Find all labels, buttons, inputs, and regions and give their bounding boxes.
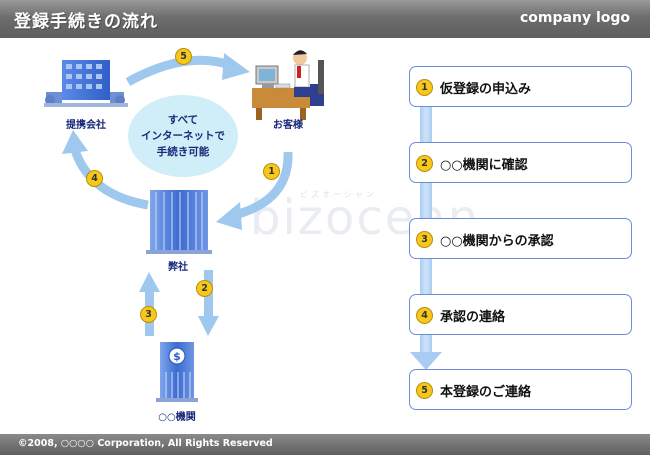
arrow-4 [70, 148, 149, 210]
arrow-5-head [222, 53, 250, 80]
company-logo: company logo [520, 10, 630, 26]
step-box-3: 3 ○○機関からの承認 [409, 218, 632, 259]
step-label-3: ○○機関からの承認 [440, 234, 554, 249]
arrow-badge-3: 3 [140, 306, 157, 323]
step-box-4: 4 承認の連絡 [409, 294, 632, 335]
header-bar: 登録手続きの流れ company logo [0, 0, 650, 38]
node-label-institution: ○○機関 [158, 412, 196, 423]
arrow-badge-5: 5 [175, 48, 192, 65]
arrow-1-head [216, 202, 242, 230]
watermark-sub: ビズオーシャン [300, 190, 377, 199]
step-badge-4: 4 [416, 307, 433, 324]
step-label-5: 本登録のご連絡 [440, 385, 532, 400]
arrow-badge-4: 4 [86, 170, 103, 187]
step-badge-2: 2 [416, 155, 433, 172]
step-label-4: 承認の連絡 [440, 310, 506, 325]
arrow-4-head [62, 130, 88, 154]
node-label-company: 弊社 [168, 262, 188, 273]
step-badge-1: 1 [416, 79, 433, 96]
copyright-text: ©2008, ○○○○ Corporation, All Rights Rese… [18, 438, 273, 449]
svg-text:$: $ [173, 350, 181, 363]
node-label-customer: お客様 [273, 120, 303, 131]
step-badge-3: 3 [416, 231, 433, 248]
footer-bar: ©2008, ○○○○ Corporation, All Rights Rese… [0, 434, 650, 455]
center-note-line-3: 手続き可能 [156, 146, 210, 158]
institution-building-icon: $ [156, 342, 198, 402]
step-label-1: 仮登録の申込み [440, 82, 532, 97]
page-title: 登録手続きの流れ [14, 12, 158, 32]
node-label-partner: 提携会社 [66, 120, 106, 131]
arrow-2-head [198, 316, 219, 336]
steps-flow-arrowhead [410, 352, 442, 370]
arrow-badge-1: 1 [263, 163, 280, 180]
step-label-2: ○○機関に確認 [440, 158, 528, 173]
customer-computer-icon [252, 50, 324, 120]
step-box-1: 1 仮登録の申込み [409, 66, 632, 107]
partner-building-icon [44, 60, 128, 107]
center-note: すべて インターネットで 手続き可能 [128, 95, 238, 177]
company-building-icon [146, 190, 212, 254]
arrow-badge-2: 2 [196, 280, 213, 297]
step-box-5: 5 本登録のご連絡 [409, 369, 632, 410]
arrow-3-head [139, 272, 160, 292]
step-box-2: 2 ○○機関に確認 [409, 142, 632, 183]
center-note-line-2: インターネットで [141, 130, 225, 142]
center-note-line-1: すべて [167, 114, 199, 126]
arrow-1 [233, 151, 293, 220]
step-badge-5: 5 [416, 382, 433, 399]
